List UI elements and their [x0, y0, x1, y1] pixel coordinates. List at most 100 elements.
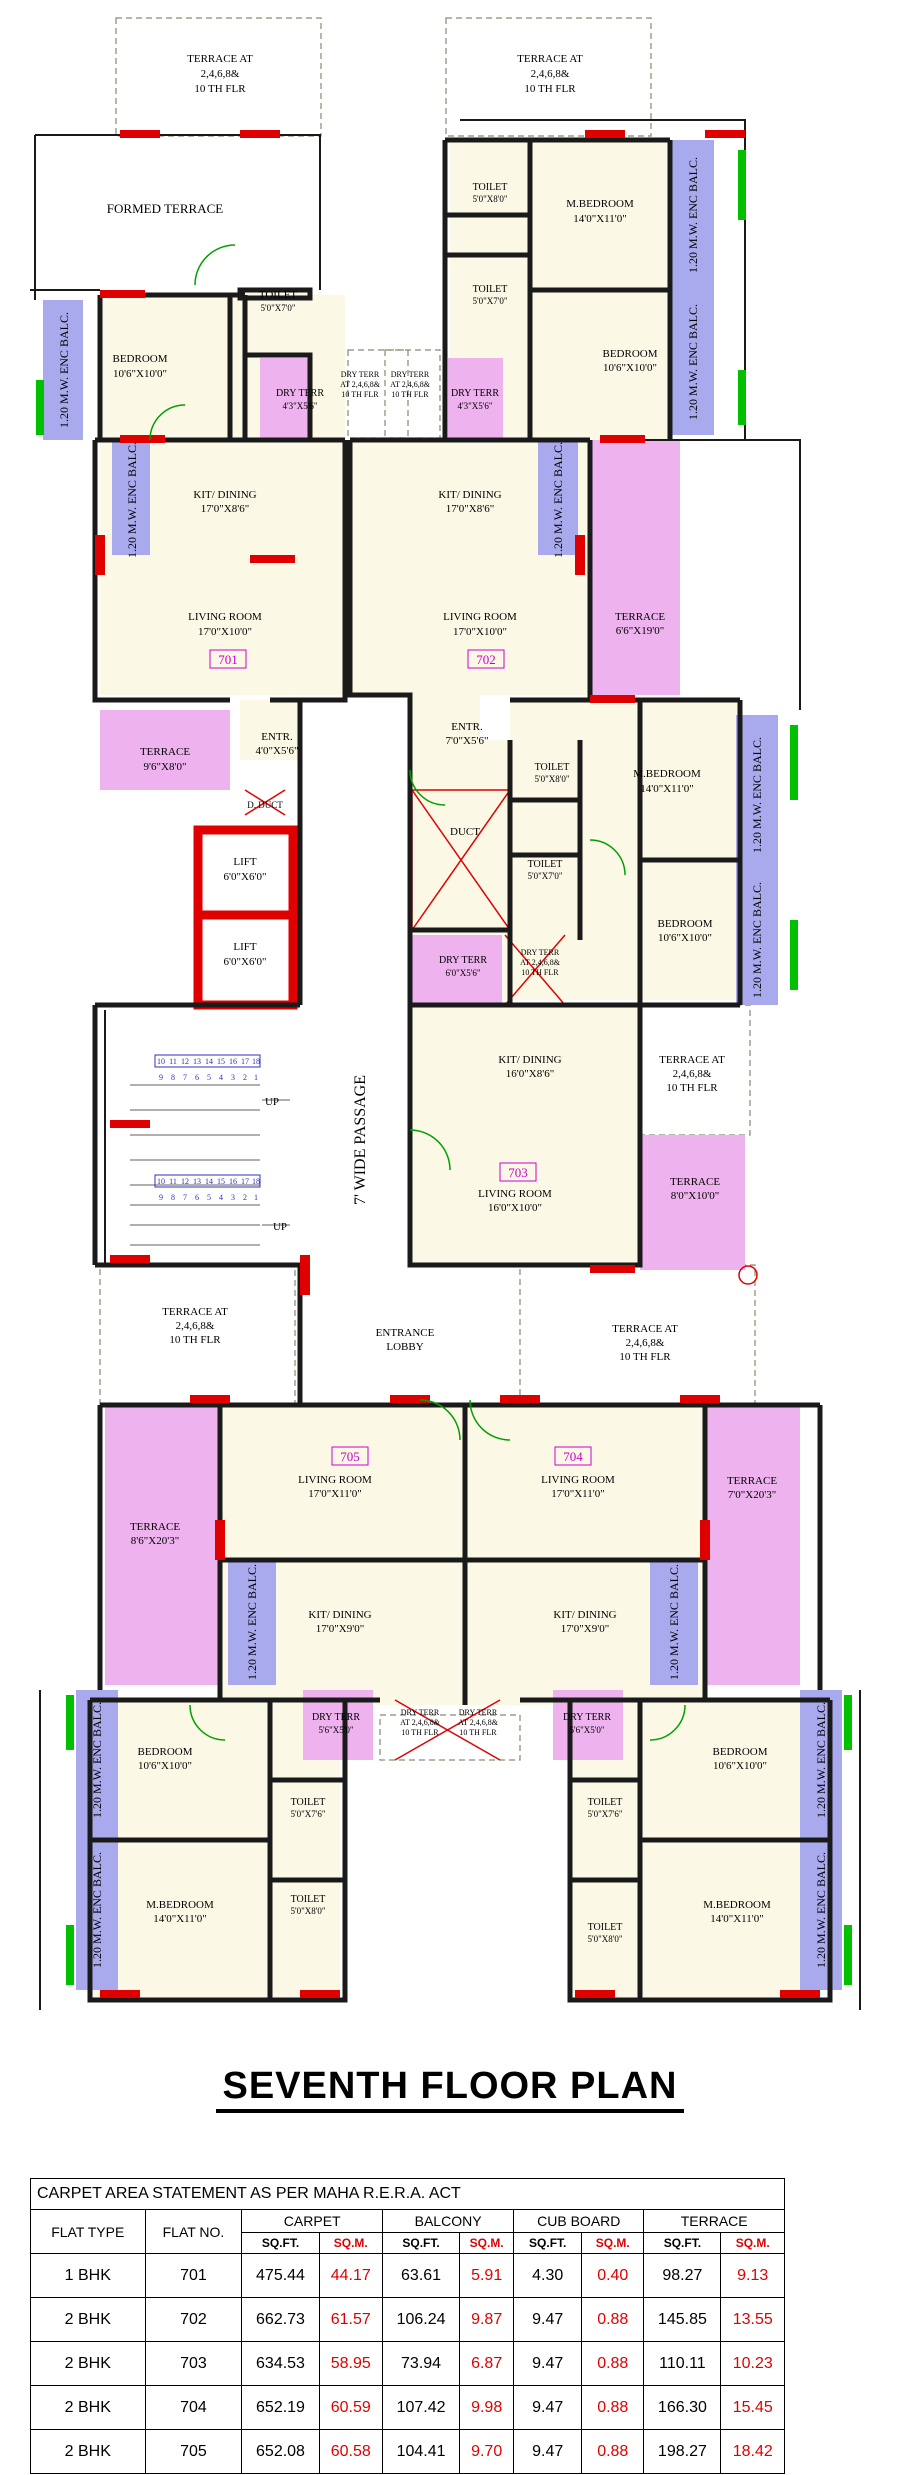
stair-num: 17	[241, 1177, 249, 1186]
cell-balc-ft: 107.42	[381, 2385, 461, 2430]
balcony-labels: 1.20 M.W. ENC BALC. 1.20 M.W. ENC BALC. …	[57, 157, 828, 1968]
stair-num: 8	[171, 1073, 175, 1082]
stair-num: 9	[159, 1073, 163, 1082]
label-terrace-704: TERRACE	[727, 1475, 777, 1487]
stair-num: 10	[157, 1057, 165, 1066]
label-living-704: LIVING ROOM	[541, 1474, 615, 1486]
cell-type: 2 BHK	[30, 2385, 146, 2430]
label-kit-701: KIT/ DINING	[193, 489, 256, 501]
col-cubboard: CUB BOARD	[513, 2209, 645, 2233]
label-terrace-at-left: TERRACE AT	[162, 1306, 228, 1318]
label-kit-702-size: 17'0"X8'6"	[446, 503, 494, 515]
label-balc-704c: 1.20 M.W. ENC BALC.	[814, 1852, 828, 1968]
col-carpet: CARPET	[241, 2209, 383, 2233]
label-dry-terr-at-a-2: AT 2,4,6,8&	[340, 380, 381, 389]
label-entr-702-size: 7'0"X5'6"	[446, 735, 489, 747]
label-terrace-at-703-2: 2,4,6,8&	[673, 1068, 712, 1080]
label-balc-703b: 1.20 M.W. ENC BALC.	[750, 882, 764, 998]
stair-num: 18	[252, 1057, 260, 1066]
staircase	[130, 1054, 290, 1246]
label-balc-701b: 1.20 M.W. ENC BALC.	[125, 442, 139, 558]
label-dry-terr-at-703: DRY TERR	[521, 948, 560, 957]
unit-sqft: SQ.FT.	[381, 2232, 461, 2254]
stair-num: 15	[217, 1177, 225, 1186]
stair-num: 7	[183, 1073, 187, 1082]
unit-sqft: SQ.FT.	[241, 2232, 320, 2254]
label-balc-705c: 1.20 M.W. ENC BALC.	[90, 1852, 104, 1968]
label-terrace-at-right: TERRACE AT	[612, 1323, 678, 1335]
balcony-glazing	[36, 150, 852, 1985]
cell-cub-m: 0.88	[581, 2297, 645, 2342]
label-lift-1-size: 6'0"X6'0"	[224, 871, 267, 883]
stair-num: 3	[231, 1073, 235, 1082]
cell-balc-m: 9.98	[459, 2385, 515, 2430]
stair-num: 14	[205, 1057, 213, 1066]
label-balc-702c: 1.20 M.W. ENC BALC.	[551, 442, 565, 558]
label-balc-702a: 1.20 M.W. ENC BALC.	[686, 157, 700, 273]
label-up-2: UP	[273, 1221, 287, 1233]
label-toilet-703a-size: 5'0"X8'0"	[534, 774, 569, 784]
cell-terr-m: 10.23	[720, 2341, 785, 2386]
label-kit-703: KIT/ DINING	[498, 1054, 561, 1066]
label-mbedroom-704: M.BEDROOM	[703, 1899, 771, 1911]
label-living-705: LIVING ROOM	[298, 1474, 372, 1486]
label-living-704-size: 17'0"X11'0"	[551, 1488, 604, 1500]
label-terrace-at-left-2: 2,4,6,8&	[176, 1320, 215, 1332]
label-lift-2-size: 6'0"X6'0"	[224, 956, 267, 968]
label-dry-terr-701-size: 4'3"X5'6"	[282, 401, 317, 411]
label-dry-terr-at-704-2: AT 2,4,6,8&	[458, 1718, 499, 1727]
stair-num: 13	[193, 1177, 201, 1186]
stair-num: 12	[181, 1177, 189, 1186]
cell-cub-ft: 9.47	[513, 2429, 583, 2474]
cell-balc-ft: 104.41	[381, 2429, 461, 2474]
drawing-title: SEVENTH FLOOR PLAN	[0, 2065, 900, 2113]
col-flat-no: FLAT NO.	[144, 2209, 243, 2254]
label-dry-terr-at-a-3: 10 TH FLR	[341, 390, 379, 399]
label-mbedroom-705: M.BEDROOM	[146, 1899, 214, 1911]
stair-num: 17	[241, 1057, 249, 1066]
cell-cub-ft: 9.47	[513, 2297, 583, 2342]
tag-703: 703	[508, 1165, 528, 1180]
unit-sqm: SQ.M.	[720, 2232, 785, 2254]
label-toilet-705b-size: 5'0"X8'0"	[290, 1906, 325, 1916]
label-dry-terr-at-a: DRY TERR	[341, 370, 380, 379]
cell-terr-ft: 98.27	[643, 2253, 722, 2298]
cell-balc-m: 9.87	[459, 2297, 515, 2342]
stair-num: 9	[159, 1193, 163, 1202]
stair-num: 11	[169, 1177, 177, 1186]
cell-carpet-m: 58.95	[318, 2341, 383, 2386]
label-kit-704-size: 17'0"X9'0"	[561, 1623, 609, 1635]
label-dry-terr-at-705: DRY TERR	[401, 1708, 440, 1717]
cell-cub-m: 0.88	[581, 2385, 645, 2430]
label-ddcut: D. DUCT	[247, 800, 283, 810]
cell-no: 705	[144, 2429, 243, 2474]
cell-balc-m: 9.70	[459, 2429, 515, 2474]
cell-cub-ft: 9.47	[513, 2385, 583, 2430]
label-formed-terrace: FORMED TERRACE	[107, 201, 223, 216]
label-terrace-705: TERRACE	[130, 1521, 180, 1533]
label-terrace-top-right: TERRACE AT	[517, 53, 583, 65]
cell-no: 702	[144, 2297, 243, 2342]
label-toilet-705a-size: 5'0"X7'6"	[290, 1809, 325, 1819]
unit-sqft: SQ.FT.	[643, 2232, 722, 2254]
cell-no: 701	[144, 2253, 243, 2298]
label-dry-terr-705-size: 5'6"X5'0"	[318, 1725, 353, 1735]
label-lift-2: LIFT	[233, 941, 257, 953]
col-flat-type: FLAT TYPE	[30, 2209, 146, 2254]
label-kit-703-size: 16'0"X8'6"	[506, 1068, 554, 1080]
table-row: 1 BHK 701 475.44 44.17 63.61 5.91 4.30 0…	[30, 2253, 785, 2298]
label-toilet-704b: TOILET	[588, 1922, 623, 1933]
label-entrance-lobby: ENTRANCE	[376, 1327, 435, 1339]
label-dry-terr-704: DRY TERR	[563, 1712, 611, 1723]
label-entr-701-size: 4'0"X5'6"	[256, 745, 299, 757]
stair-num: 4	[219, 1073, 223, 1082]
cell-carpet-m: 60.59	[318, 2385, 383, 2430]
stair-num: 5	[207, 1073, 211, 1082]
label-living-702: LIVING ROOM	[443, 611, 517, 623]
marker-circle	[738, 1265, 758, 1285]
stair-num: 1	[254, 1073, 258, 1082]
label-terrace-702-size: 6'6"X19'0"	[616, 625, 664, 637]
label-bedroom-703-size: 10'6"X10'0"	[658, 932, 712, 944]
label-kit-702: KIT/ DINING	[438, 489, 501, 501]
cell-type: 2 BHK	[30, 2341, 146, 2386]
